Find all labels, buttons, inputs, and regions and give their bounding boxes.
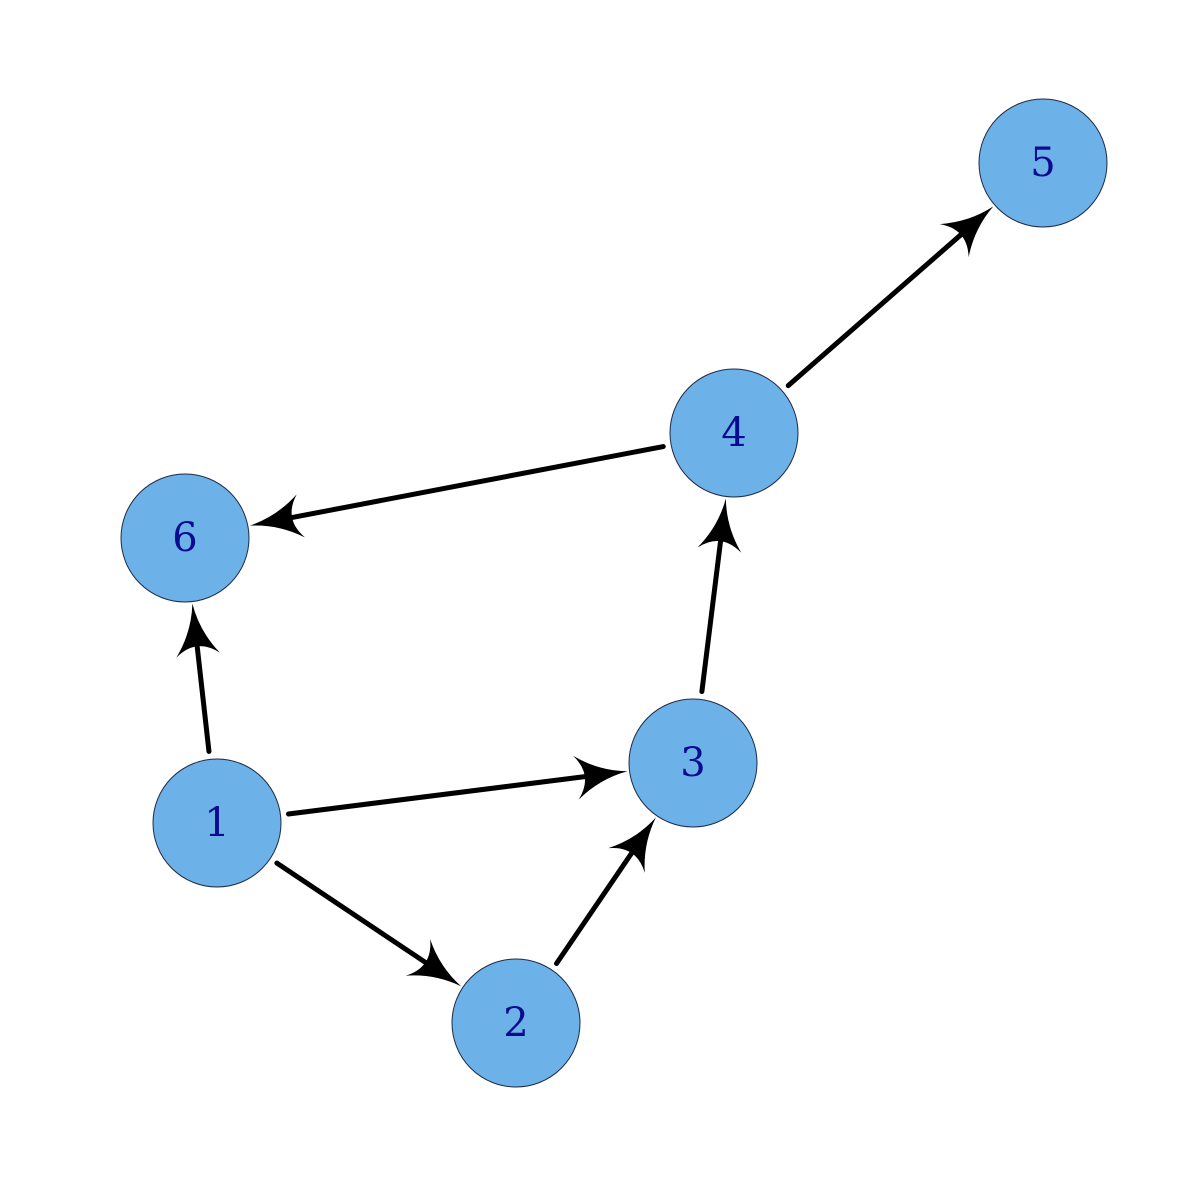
arrowhead-icon <box>939 206 994 258</box>
node-label: 6 <box>172 515 197 561</box>
edges-layer <box>176 206 994 987</box>
edge-line <box>285 774 589 817</box>
arrowhead-icon <box>573 755 628 800</box>
node-5: 5 <box>978 98 1108 228</box>
edge-line <box>785 231 965 389</box>
node-4: 4 <box>669 368 799 498</box>
edge-line <box>274 860 429 966</box>
node-label: 5 <box>1030 140 1055 186</box>
node-6: 6 <box>120 473 250 603</box>
edge-line <box>554 849 635 966</box>
edge-2-to-3 <box>554 817 656 966</box>
edge-4-to-5 <box>785 206 994 389</box>
node-label: 4 <box>721 410 746 456</box>
edge-1-to-3 <box>285 755 628 817</box>
edge-1-to-2 <box>274 860 462 987</box>
node-circle <box>451 958 581 1088</box>
node-circle <box>152 758 282 888</box>
node-1: 1 <box>152 758 282 888</box>
edge-4-to-6 <box>249 444 666 538</box>
edge-line <box>699 537 724 695</box>
node-circle <box>628 698 758 828</box>
nodes-layer: 1 2 3 4 5 6 <box>120 98 1108 1088</box>
arrowhead-icon <box>249 494 306 538</box>
node-circle <box>120 473 250 603</box>
arrowhead-icon <box>176 603 221 658</box>
node-label: 3 <box>680 740 705 786</box>
node-circle <box>978 98 1108 228</box>
edge-line <box>288 444 666 521</box>
node-3: 3 <box>628 698 758 828</box>
node-label: 2 <box>503 1000 528 1046</box>
arrowhead-icon <box>405 939 462 987</box>
node-circle <box>669 368 799 498</box>
node-label: 1 <box>204 800 229 846</box>
edge-line <box>194 642 212 754</box>
edge-3-to-4 <box>697 498 742 695</box>
edge-1-to-6 <box>176 603 221 754</box>
node-2: 2 <box>451 958 581 1088</box>
arrowhead-icon <box>697 498 742 553</box>
arrowhead-icon <box>608 817 656 873</box>
